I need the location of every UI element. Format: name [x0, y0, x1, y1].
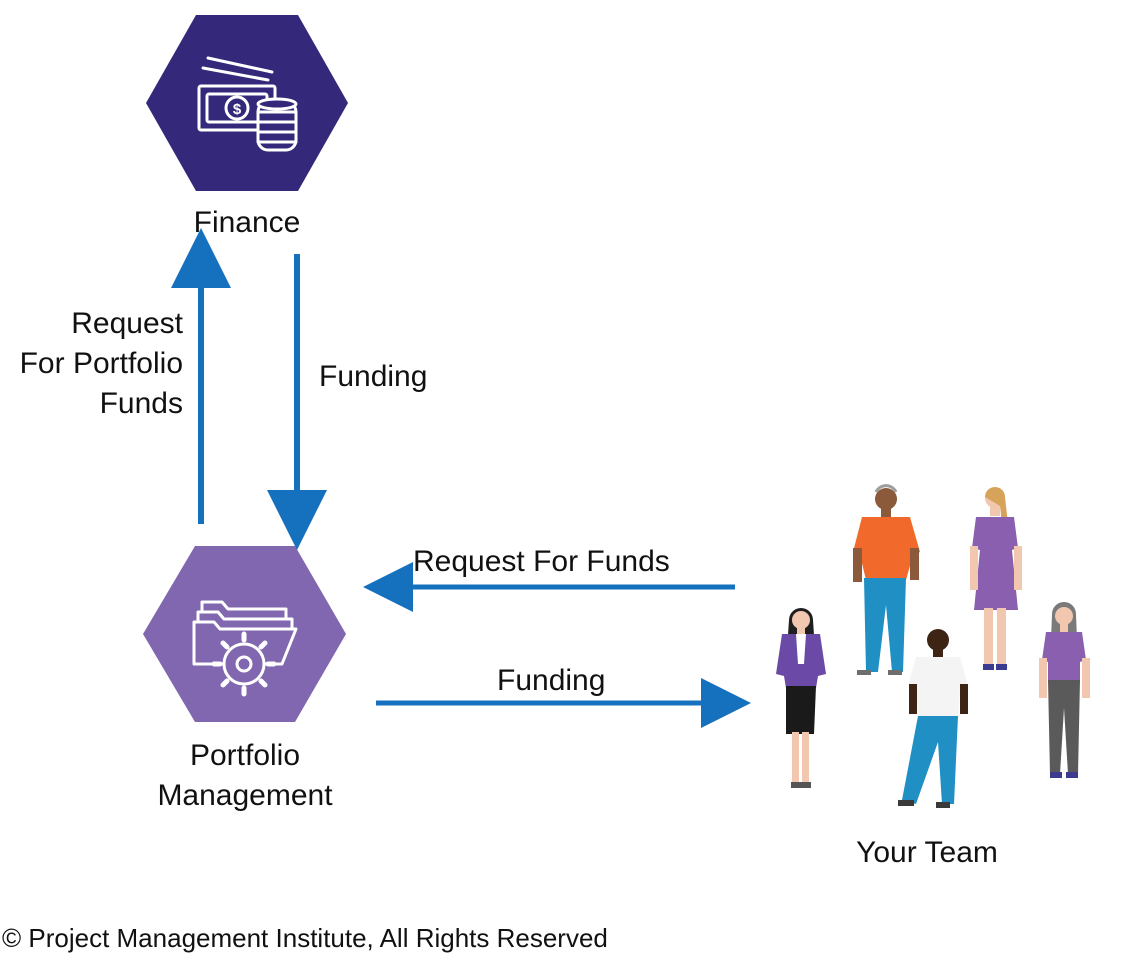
team-label: Your Team	[856, 836, 998, 869]
request-portfolio-funds-label-line2: For Portfolio	[19, 347, 183, 380]
finance-hexagon: $	[146, 15, 348, 191]
request-for-funds-label: Request For Funds	[413, 545, 670, 578]
copyright-text: © Project Management Institute, All Righ…	[2, 923, 608, 953]
request-portfolio-funds-label-line3: Funds	[99, 387, 183, 420]
portfolio-label-line2: Management	[157, 779, 333, 812]
team-member-3	[776, 608, 826, 788]
team-member-4	[898, 629, 968, 808]
finance-label: Finance	[193, 206, 301, 239]
money-icon: $	[197, 56, 298, 152]
team-funding-label: Funding	[497, 664, 606, 697]
team-people-icon	[776, 484, 1090, 808]
request-portfolio-funds-label-line1: Request	[71, 307, 183, 340]
team-member-2	[970, 487, 1022, 670]
finance-funding-label: Funding	[319, 360, 428, 393]
portfolio-label-line1: Portfolio	[189, 739, 301, 772]
folder-gear-icon	[192, 600, 298, 697]
team-member-5	[1039, 602, 1090, 778]
svg-text:$: $	[233, 101, 242, 118]
team-member-1	[853, 484, 920, 675]
portfolio-hexagon	[143, 546, 346, 722]
